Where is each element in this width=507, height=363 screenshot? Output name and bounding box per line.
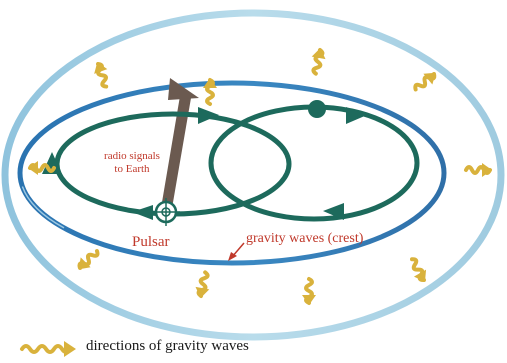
crest-pointer-head (228, 252, 237, 261)
outer-wave-crest (1, 9, 505, 341)
pulsar-crosshair-icon (152, 198, 180, 226)
legend-label: directions of gravity waves (86, 338, 249, 354)
companion-orbit (208, 104, 420, 222)
radio-signals-line1: radio signals (104, 150, 160, 162)
pulsar-label: Pulsar (132, 234, 170, 250)
wavy-arrow-icon (410, 257, 427, 283)
wavy-arrow-icon (203, 78, 217, 106)
gravity-waves-crest-label: gravity waves (crest) (246, 231, 364, 246)
companion-dot-icon (308, 100, 326, 118)
wavy-arrow-icon (195, 270, 210, 298)
radio-signals-label: radio signals to Earth (88, 150, 176, 176)
wavy-arrow-icon (413, 72, 437, 92)
radio-signals-line2: to Earth (114, 163, 150, 175)
orbit-arrow-icon (323, 203, 344, 220)
wavy-arrow-icon (77, 249, 100, 270)
radio-beam-arrow (160, 78, 199, 214)
wavy-arrow-icon (94, 62, 109, 89)
orbit-arrow-icon (198, 107, 219, 124)
orbit-arrow-icon (346, 107, 367, 124)
wavy-arrow-icon (464, 163, 492, 177)
inner-wave-crest (17, 80, 447, 266)
orbit-arrow-icon (132, 205, 153, 220)
legend-wavy-arrow-icon (20, 341, 76, 357)
wavy-arrow-icon (28, 161, 56, 175)
wavy-arrow-icon (311, 48, 326, 76)
wavy-arrow-icon (302, 277, 316, 305)
